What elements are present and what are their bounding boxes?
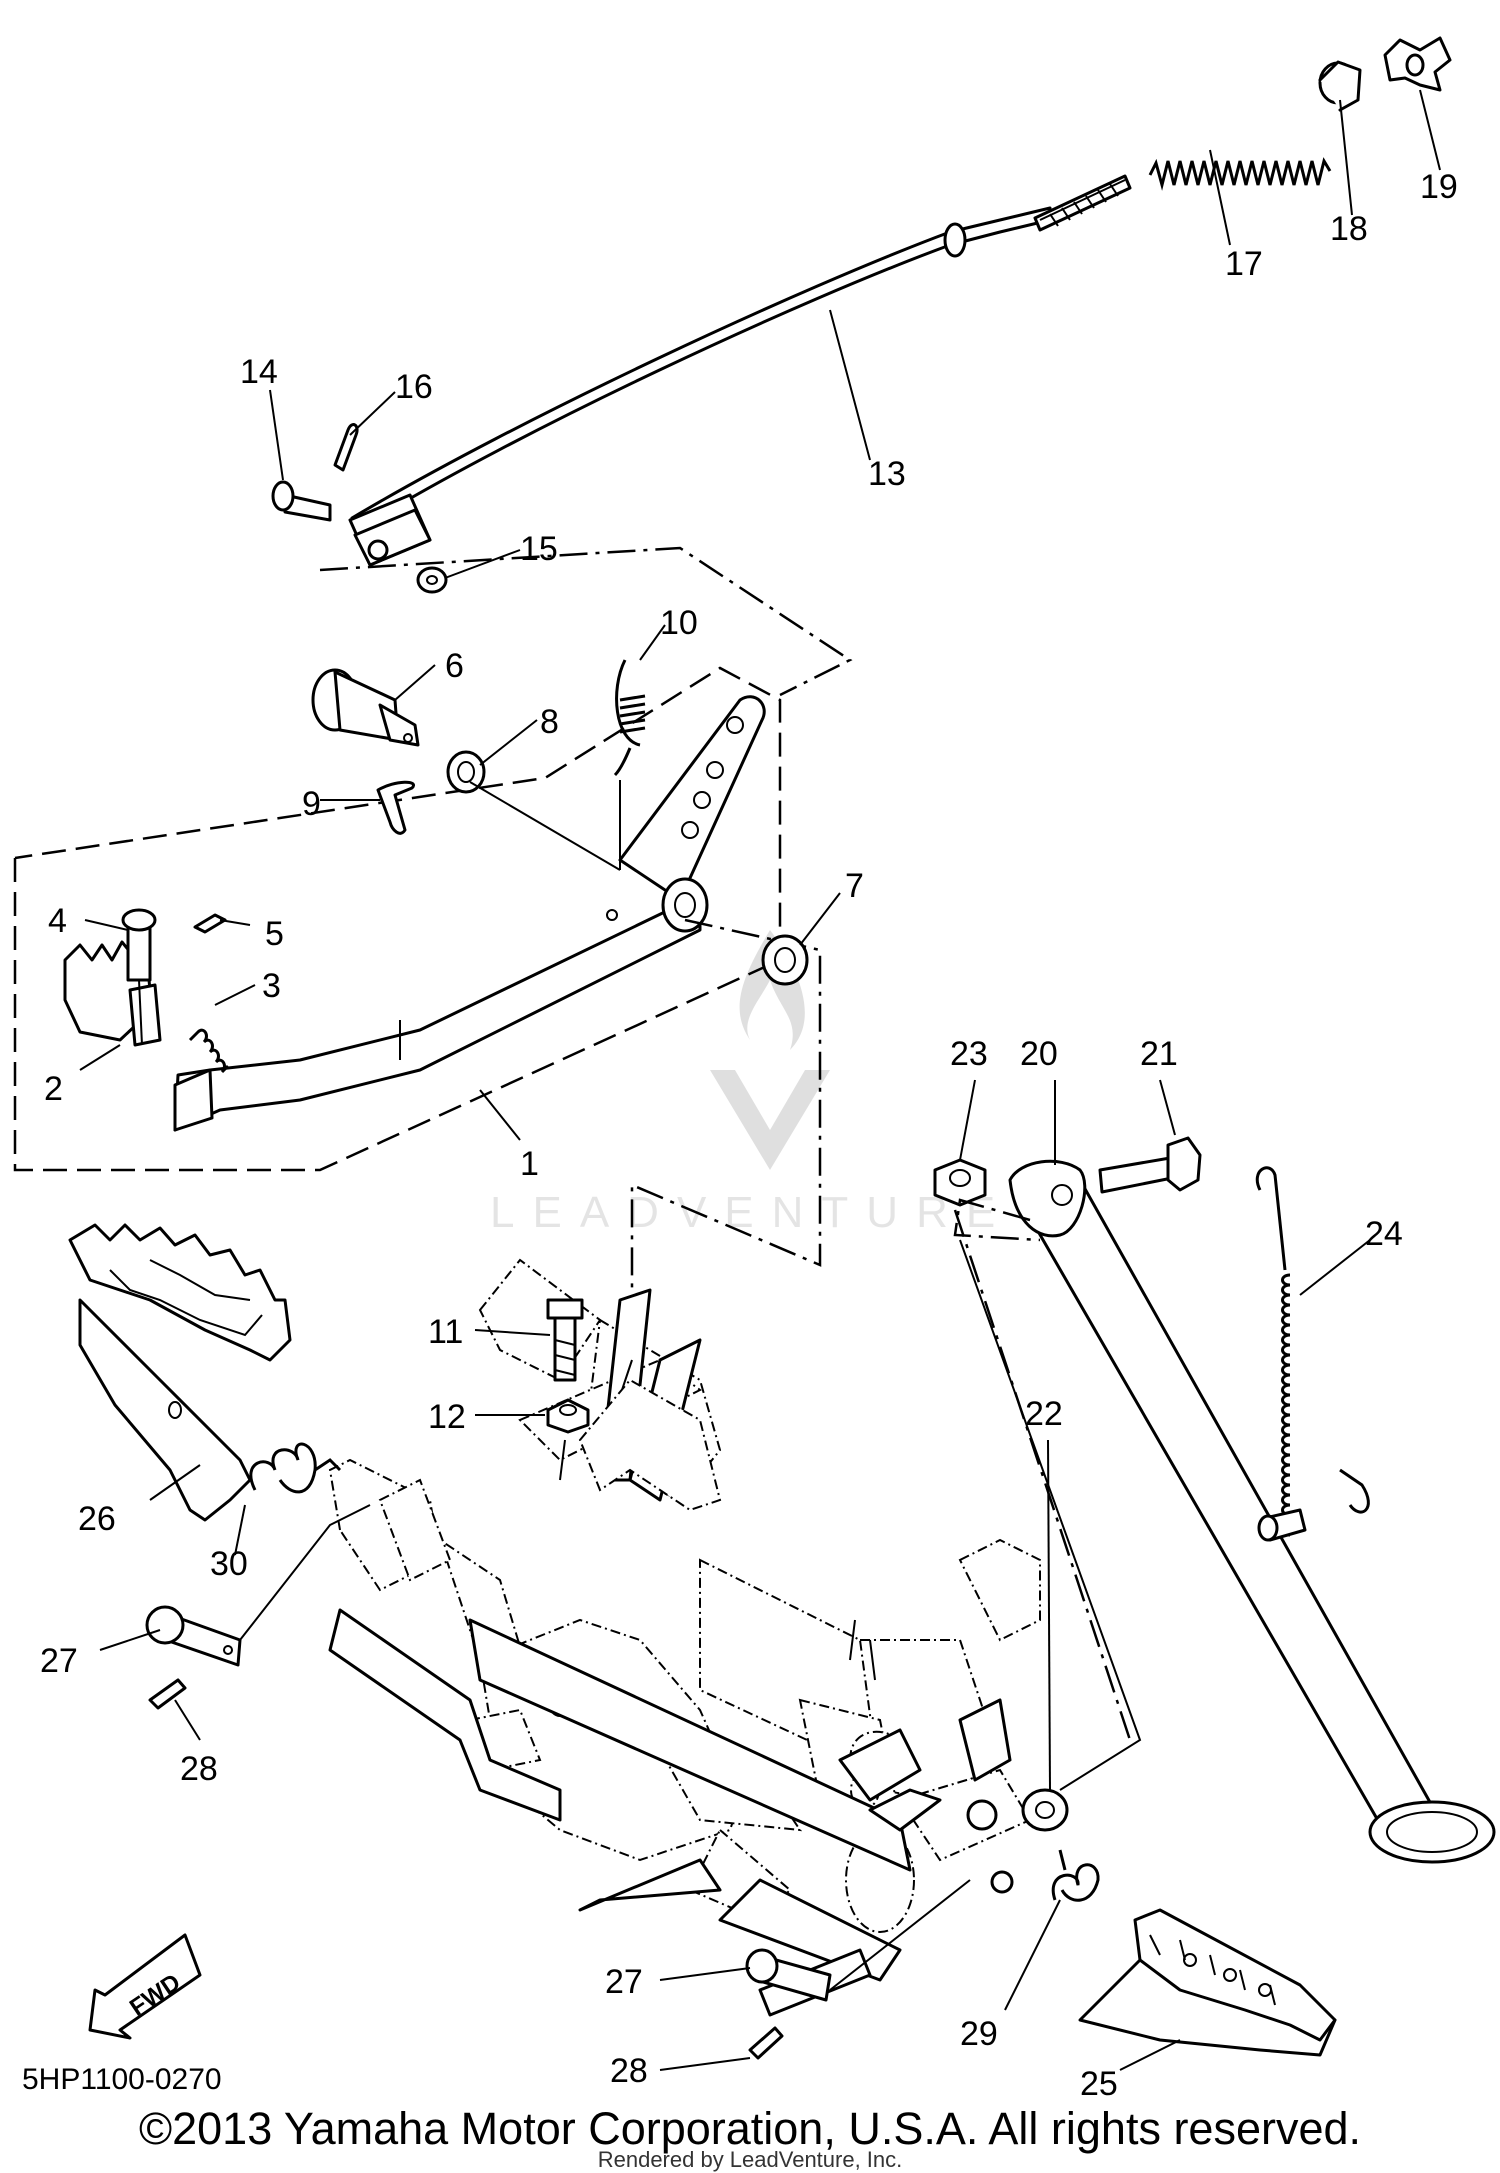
- callout-17: 17: [1225, 245, 1263, 283]
- callout-10: 10: [660, 604, 698, 642]
- diagram-code: 5HP1100-0270: [22, 2063, 222, 2096]
- cotter-pin-5: [193, 913, 227, 934]
- cotter-28-upper: [148, 1678, 187, 1710]
- callout-7: 7: [845, 867, 864, 905]
- cotter-pin-9: [376, 780, 416, 835]
- washer-7: [761, 934, 809, 986]
- callout-27-upper: 27: [40, 1642, 78, 1680]
- callout-23: 23: [950, 1035, 988, 1073]
- callout-8: 8: [540, 703, 559, 741]
- callout-22: 22: [1025, 1395, 1063, 1433]
- callout-1: 1: [520, 1145, 539, 1183]
- washer-15: [416, 566, 448, 594]
- pin-14: [271, 480, 332, 522]
- callout-labels: 1 2 3 4 5 6 7 8 9 10 11 12 13 14 15 16 1…: [40, 168, 1458, 2103]
- wing-nut-19: [1383, 36, 1452, 92]
- rendered-by-note: Rendered by LeadVenture, Inc.: [597, 2147, 903, 2172]
- watermark-text: LEADVENTURE: [490, 1188, 1014, 1237]
- footrest-26: [68, 1223, 292, 1522]
- callout-2: 2: [44, 1070, 63, 1108]
- callout-29: 29: [960, 2015, 998, 2053]
- callout-3: 3: [262, 967, 281, 1005]
- pin-27-lower: [745, 1948, 832, 2002]
- footrest-25: [1078, 1908, 1337, 2057]
- nut-23: [933, 1158, 987, 1207]
- collar-18: [1318, 60, 1362, 112]
- callout-19: 19: [1420, 168, 1458, 206]
- fwd-arrow: [88, 1933, 202, 2040]
- clevis-pin-4: [121, 908, 157, 1046]
- spring-3: [188, 1028, 230, 1074]
- spring-17: [1148, 157, 1332, 191]
- spring-10: [613, 659, 646, 870]
- pivot-bolt-6: [311, 668, 420, 747]
- callout-18: 18: [1330, 210, 1368, 248]
- bolt-21: [1098, 1136, 1202, 1194]
- callout-16: 16: [395, 368, 433, 406]
- washer-8: [446, 750, 486, 794]
- pin-27-upper: [145, 1605, 242, 1667]
- spring-24: [1255, 1166, 1370, 1542]
- brake-pedal-1: [173, 695, 766, 1132]
- callout-20: 20: [1020, 1035, 1058, 1073]
- callout-4: 4: [48, 902, 67, 940]
- collar-22: [1021, 1788, 1069, 1832]
- callout-12: 12: [428, 1398, 466, 1436]
- copyright-notice: ©2013 Yamaha Motor Corporation, U.S.A. A…: [138, 2103, 1362, 2154]
- brake-rod: [348, 174, 1132, 567]
- callout-28-upper: 28: [180, 1750, 218, 1788]
- callout-11: 11: [428, 1313, 463, 1351]
- callout-24: 24: [1365, 1215, 1403, 1253]
- spring-30: [249, 1442, 342, 1494]
- callout-5: 5: [265, 915, 284, 953]
- spring-29: [1051, 1849, 1100, 1902]
- callout-13: 13: [868, 455, 906, 493]
- callout-9: 9: [302, 785, 321, 823]
- callout-30: 30: [210, 1545, 248, 1583]
- callout-28-lower: 28: [610, 2052, 648, 2090]
- callout-25: 25: [1080, 2065, 1118, 2103]
- sidestand-20: [1008, 1159, 1496, 1864]
- nut-12: [546, 1398, 590, 1434]
- cotter-pin-16: [333, 423, 359, 472]
- callout-21: 21: [1140, 1035, 1178, 1073]
- callout-15: 15: [520, 530, 558, 568]
- callout-6: 6: [445, 647, 464, 685]
- callout-14: 14: [240, 353, 278, 391]
- callout-leaders: [79, 89, 1441, 2071]
- callout-26: 26: [78, 1500, 116, 1538]
- cotter-28-lower: [748, 2026, 784, 2060]
- bolt-11: [546, 1298, 584, 1382]
- callout-27-lower: 27: [605, 1963, 643, 2001]
